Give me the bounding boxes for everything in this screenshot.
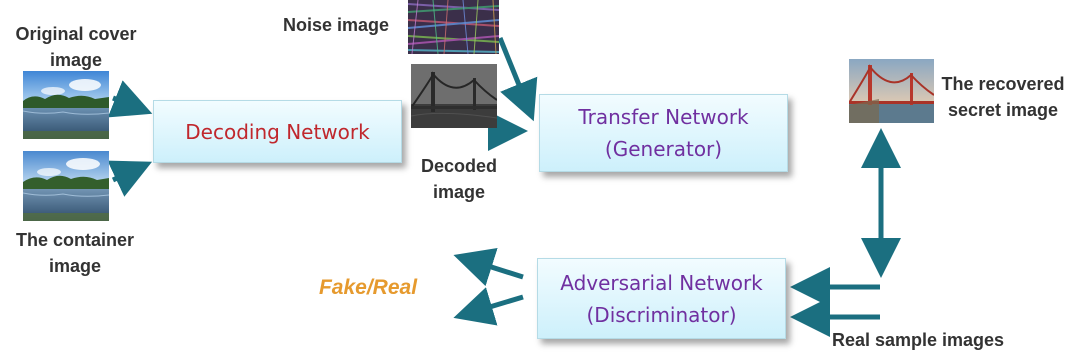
- arrow-adversarial-to-fake-upper: [453, 247, 524, 287]
- arrow-container-to-decoding: [107, 160, 153, 197]
- decoded-image-label-line2: image: [432, 182, 486, 202]
- adversarial-network-subtitle: (Discriminator): [586, 302, 737, 327]
- decoded-image: [411, 64, 497, 128]
- recovered-secret-image: [849, 59, 934, 123]
- container-image: [23, 151, 109, 221]
- container-image-label-line1: The container: [15, 230, 135, 250]
- recovered-image-label: The recovered secret image: [933, 71, 1073, 123]
- container-image-label: The container image: [5, 227, 145, 279]
- cover-image-label-line2: image: [49, 50, 103, 70]
- arrow-noise-to-transfer: [497, 37, 538, 122]
- noise-image-label-text: Noise image: [282, 15, 390, 35]
- arrow-cover-to-decoding: [107, 80, 153, 118]
- decoding-network-title: Decoding Network: [185, 119, 370, 144]
- decoded-image-label-line1: Decoded: [420, 156, 498, 176]
- cover-image-label-line1: Original cover: [15, 24, 137, 44]
- adversarial-network-title: Adversarial Network: [560, 270, 763, 295]
- noise-image: [408, 0, 499, 54]
- original-cover-image: [23, 71, 109, 139]
- cover-image-label: Original cover image: [8, 21, 144, 73]
- transfer-network-subtitle: (Generator): [604, 137, 723, 161]
- decoding-network-box: Decoding Network: [153, 100, 402, 163]
- adversarial-network-box: Adversarial Network (Discriminator): [537, 258, 786, 339]
- fake-real-label: Fake/Real: [310, 275, 426, 301]
- real-samples-label: Real sample images: [820, 327, 1016, 353]
- decoded-image-label: Decoded image: [412, 153, 506, 205]
- noise-image-label: Noise image: [274, 12, 398, 38]
- recovered-image-label-line2: secret image: [947, 100, 1059, 120]
- container-image-label-line2: image: [48, 256, 102, 276]
- transfer-network-title: Transfer Network: [578, 105, 749, 129]
- fake-real-label-text: Fake/Real: [318, 276, 418, 299]
- transfer-network-box: Transfer Network (Generator): [539, 94, 788, 172]
- arrow-adversarial-to-fake-lower: [453, 287, 524, 326]
- real-samples-label-text: Real sample images: [831, 330, 1005, 350]
- recovered-image-label-line1: The recovered: [941, 74, 1065, 94]
